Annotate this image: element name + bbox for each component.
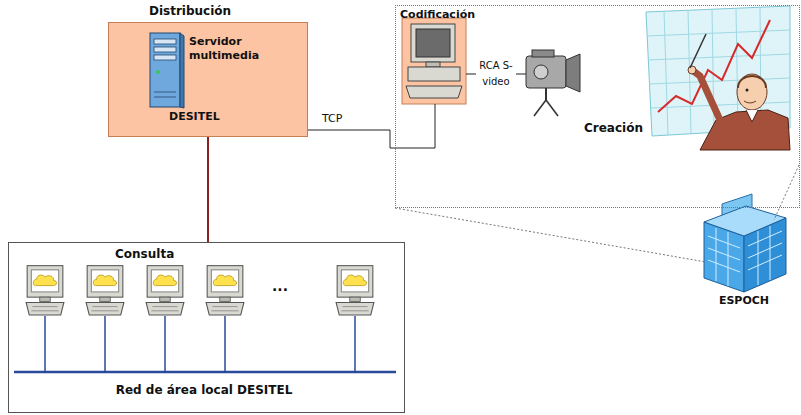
lan-label: Red de área local DESITEL bbox=[9, 383, 399, 397]
video-camera bbox=[526, 50, 580, 116]
server-label: Servidor multimedia bbox=[189, 35, 289, 63]
box-heading: Consulta bbox=[115, 247, 174, 261]
encoding-region: Codificación bbox=[395, 5, 800, 208]
campus-label: ESPOCH bbox=[692, 294, 796, 308]
ellipsis-label: ... bbox=[272, 278, 288, 294]
site-label: DESITEL bbox=[169, 110, 220, 124]
protocol-label: TCP bbox=[322, 112, 342, 126]
zoom-line bbox=[774, 165, 799, 220]
region-heading: Codificación bbox=[400, 8, 475, 22]
tcp-wire bbox=[395, 104, 435, 148]
presenter-chart bbox=[646, 6, 790, 150]
zoom-line bbox=[395, 208, 706, 262]
stage-label: Creación bbox=[584, 121, 643, 135]
box-heading: Distribución bbox=[149, 4, 231, 18]
distribution-box: DistribuciónServidor multimediaDESITEL bbox=[108, 22, 308, 137]
consultation-box: ConsultaRed de área local DESITEL bbox=[8, 242, 405, 413]
server-icon bbox=[149, 32, 185, 110]
encoding-computer bbox=[402, 18, 466, 104]
espoch-building bbox=[704, 194, 786, 292]
lan-computers bbox=[14, 266, 396, 372]
lan-link bbox=[207, 137, 209, 242]
tcp-link bbox=[308, 130, 395, 148]
campus-node: ESPOCH bbox=[692, 190, 801, 314]
signal-label: RCA S-video bbox=[476, 58, 516, 90]
